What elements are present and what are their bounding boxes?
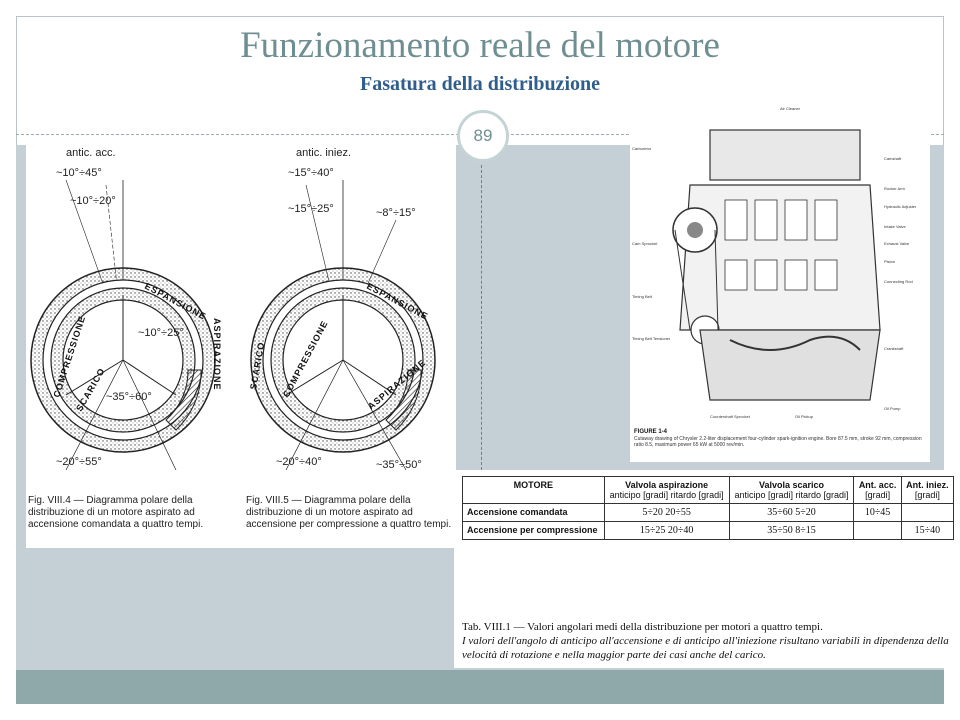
page-number-badge: 89 bbox=[457, 110, 509, 162]
col-header-motore: MOTORE bbox=[462, 476, 605, 504]
engine-figure-caption: Cutaway drawing of Chrysler 2.2-liter di… bbox=[634, 436, 922, 448]
diagram-viii4: antic. acc. ~10°÷45° ~10°÷20° COMPRESSIO… bbox=[30, 147, 222, 471]
table-caption: Tab. VIII.1 — Valori angolari medi della… bbox=[462, 620, 954, 662]
label-rocker-arm: Rocker Arm bbox=[884, 186, 906, 191]
label-piston: Piston bbox=[884, 259, 895, 264]
table-row: Accensione comandata 5÷20 20÷55 35÷60 5÷… bbox=[462, 503, 955, 522]
range-inner-label: ~10°÷20° bbox=[70, 195, 116, 207]
range-outer-label-2: ~15°÷40° bbox=[288, 167, 334, 179]
label-oil-pump: Oil Pump bbox=[884, 406, 901, 411]
label-intake-valve: Intake Valve bbox=[884, 224, 906, 229]
caption-fig-viii5: Fig. VIII.5 — Diagramma polare della dis… bbox=[246, 495, 452, 530]
diagram-viii5: antic. iniez. ~15°÷40° ~15°÷25° ~8°÷15° … bbox=[248, 147, 436, 471]
antic-iniez-label: antic. iniez. bbox=[296, 147, 351, 159]
angle-a-label: ~10°÷25° bbox=[138, 327, 184, 339]
label-air-cleaner: Air Cleaner bbox=[780, 106, 801, 111]
valve-timing-diagrams: antic. acc. ~10°÷45° ~10°÷20° COMPRESSIO… bbox=[26, 140, 456, 548]
slide-subtitle: Fasatura della distribuzione bbox=[359, 73, 600, 95]
table-caption-note: I valori dell'angolo di anticipo all'acc… bbox=[462, 635, 949, 661]
angle-d-label: ~35°÷50° bbox=[376, 459, 422, 471]
ring-label-aspirazione: ASPIRAZIONE bbox=[212, 318, 222, 391]
caption-fig-viii4: Fig. VIII.4 — Diagramma polare della dis… bbox=[28, 495, 204, 530]
label-camshaft: Camshaft bbox=[884, 156, 902, 161]
label-carburetor: Carburetor bbox=[632, 146, 652, 151]
table-caption-title: Tab. VIII.1 — Valori angolari medi della… bbox=[462, 621, 823, 633]
antic-acc-label: antic. acc. bbox=[66, 147, 116, 159]
label-connecting-rod: Connecting Rod bbox=[884, 279, 913, 284]
engine-figure-title: FIGURE 1-4 bbox=[634, 429, 668, 435]
footer-bar bbox=[16, 670, 944, 704]
label-oil-pickup: Oil Pickup bbox=[795, 414, 814, 419]
engine-drawing: Air Cleaner Camshaft Rocker Arm Hydrauli… bbox=[632, 106, 922, 448]
angle-c-label: ~20°÷55° bbox=[56, 456, 102, 468]
angle-c-label-2: ~20°÷40° bbox=[276, 456, 322, 468]
label-hydraulic-adjuster: Hydraulic Adjuster bbox=[884, 204, 917, 209]
label-cam-sprocket: Cam Sprocket bbox=[632, 241, 658, 246]
page-number: 89 bbox=[473, 126, 493, 145]
label-crankshaft: Crankshaft bbox=[884, 346, 904, 351]
label-timing-belt: Timing Belt bbox=[632, 294, 653, 299]
angle-b-label: ~35°÷60° bbox=[106, 391, 152, 403]
vertical-divider bbox=[481, 165, 482, 470]
slide-title: Funzionamento reale del motore bbox=[240, 25, 720, 66]
range-outer-label: ~10°÷45° bbox=[56, 167, 102, 179]
col-header-ant-acc: Ant. acc.[gradi] bbox=[853, 476, 902, 504]
label-exhaust-valve: Exhaust Valve bbox=[884, 241, 910, 246]
table-row: Accensione per compressione 15÷25 20÷40 … bbox=[462, 521, 955, 540]
col-header-ant-iniez: Ant. iniez.[gradi] bbox=[900, 476, 955, 504]
engine-cutaway-figure: Air Cleaner Camshaft Rocker Arm Hydrauli… bbox=[630, 100, 930, 462]
range-inner-label-2: ~15°÷25° bbox=[288, 203, 334, 215]
label-countershaft-sprocket: Countershaft Sprocket bbox=[710, 414, 751, 419]
range-right-label: ~8°÷15° bbox=[376, 207, 416, 219]
polar-diagrams-drawing: antic. acc. ~10°÷45° ~10°÷20° COMPRESSIO… bbox=[30, 147, 436, 471]
label-timing-belt-tensioner: Timing Belt Tensioner bbox=[632, 336, 671, 341]
